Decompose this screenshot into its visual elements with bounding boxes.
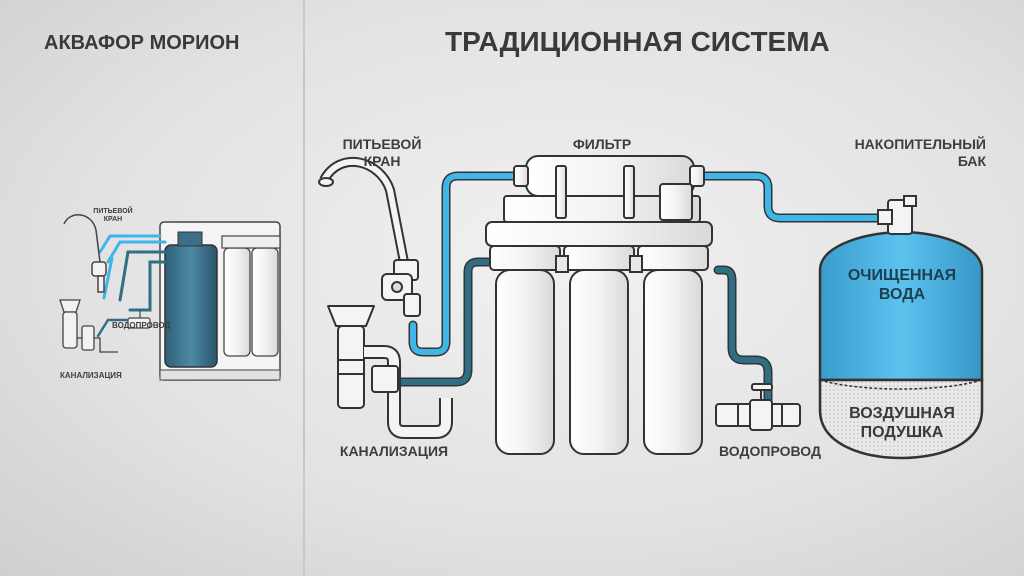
morion-siphon <box>59 299 118 353</box>
panel-divider <box>303 0 305 576</box>
drinking-tap-label-line1: ПИТЬЕВОЙ <box>342 136 422 152</box>
morion-unit <box>159 221 281 381</box>
water-supply-label: ВОДОПРОВОД <box>719 443 821 459</box>
sewer-label: КАНАЛИЗАЦИЯ <box>339 443 449 459</box>
clean-water-pipes <box>408 171 889 357</box>
storage-tank-label: НАКОПИТЕЛЬНЫЙ БАК <box>808 136 986 170</box>
supply-pipes <box>391 257 773 405</box>
purified-water-line2: ВОДА <box>878 286 926 304</box>
storage-tank-label-line1: НАКОПИТЕЛЬНЫЙ <box>854 136 986 152</box>
supply-valve <box>715 383 801 431</box>
morion-faucet <box>63 214 107 293</box>
purified-water-label: ОЧИЩЕННАЯ ВОДА <box>830 266 974 304</box>
air-cushion-label: ВОЗДУШНАЯ ПОДУШКА <box>830 404 974 442</box>
filter-label: ФИЛЬТР <box>572 136 632 152</box>
air-cushion-line2: ПОДУШКА <box>860 424 944 442</box>
morion-supply-label: ВОДОПРОВОД <box>112 321 171 330</box>
morion-tap-label: ПИТЬЕВОЙ КРАН <box>93 208 133 223</box>
purified-water-line1: ОЧИЩЕННАЯ <box>847 267 957 284</box>
storage-tank-label-line2: БАК <box>957 152 986 169</box>
traditional-system-title: ТРАДИЦИОННАЯ СИСТЕМА <box>445 26 830 57</box>
filter-housings <box>485 221 713 455</box>
drinking-tap-label-line2: КРАН <box>363 152 401 169</box>
storage-tank <box>818 195 984 460</box>
aquaphor-morion-title: АКВАФОР МОРИОН <box>44 32 240 54</box>
sink-siphon <box>327 305 453 439</box>
air-cushion-line1: ВОЗДУШНАЯ <box>849 405 955 422</box>
morion-sewer-label: КАНАЛИЗАЦИЯ <box>60 371 122 380</box>
drinking-tap-label: ПИТЬЕВОЙ КРАН <box>337 136 427 170</box>
drinking-faucet <box>318 157 421 317</box>
membrane-filter <box>503 155 705 223</box>
morion-valve <box>127 310 151 329</box>
